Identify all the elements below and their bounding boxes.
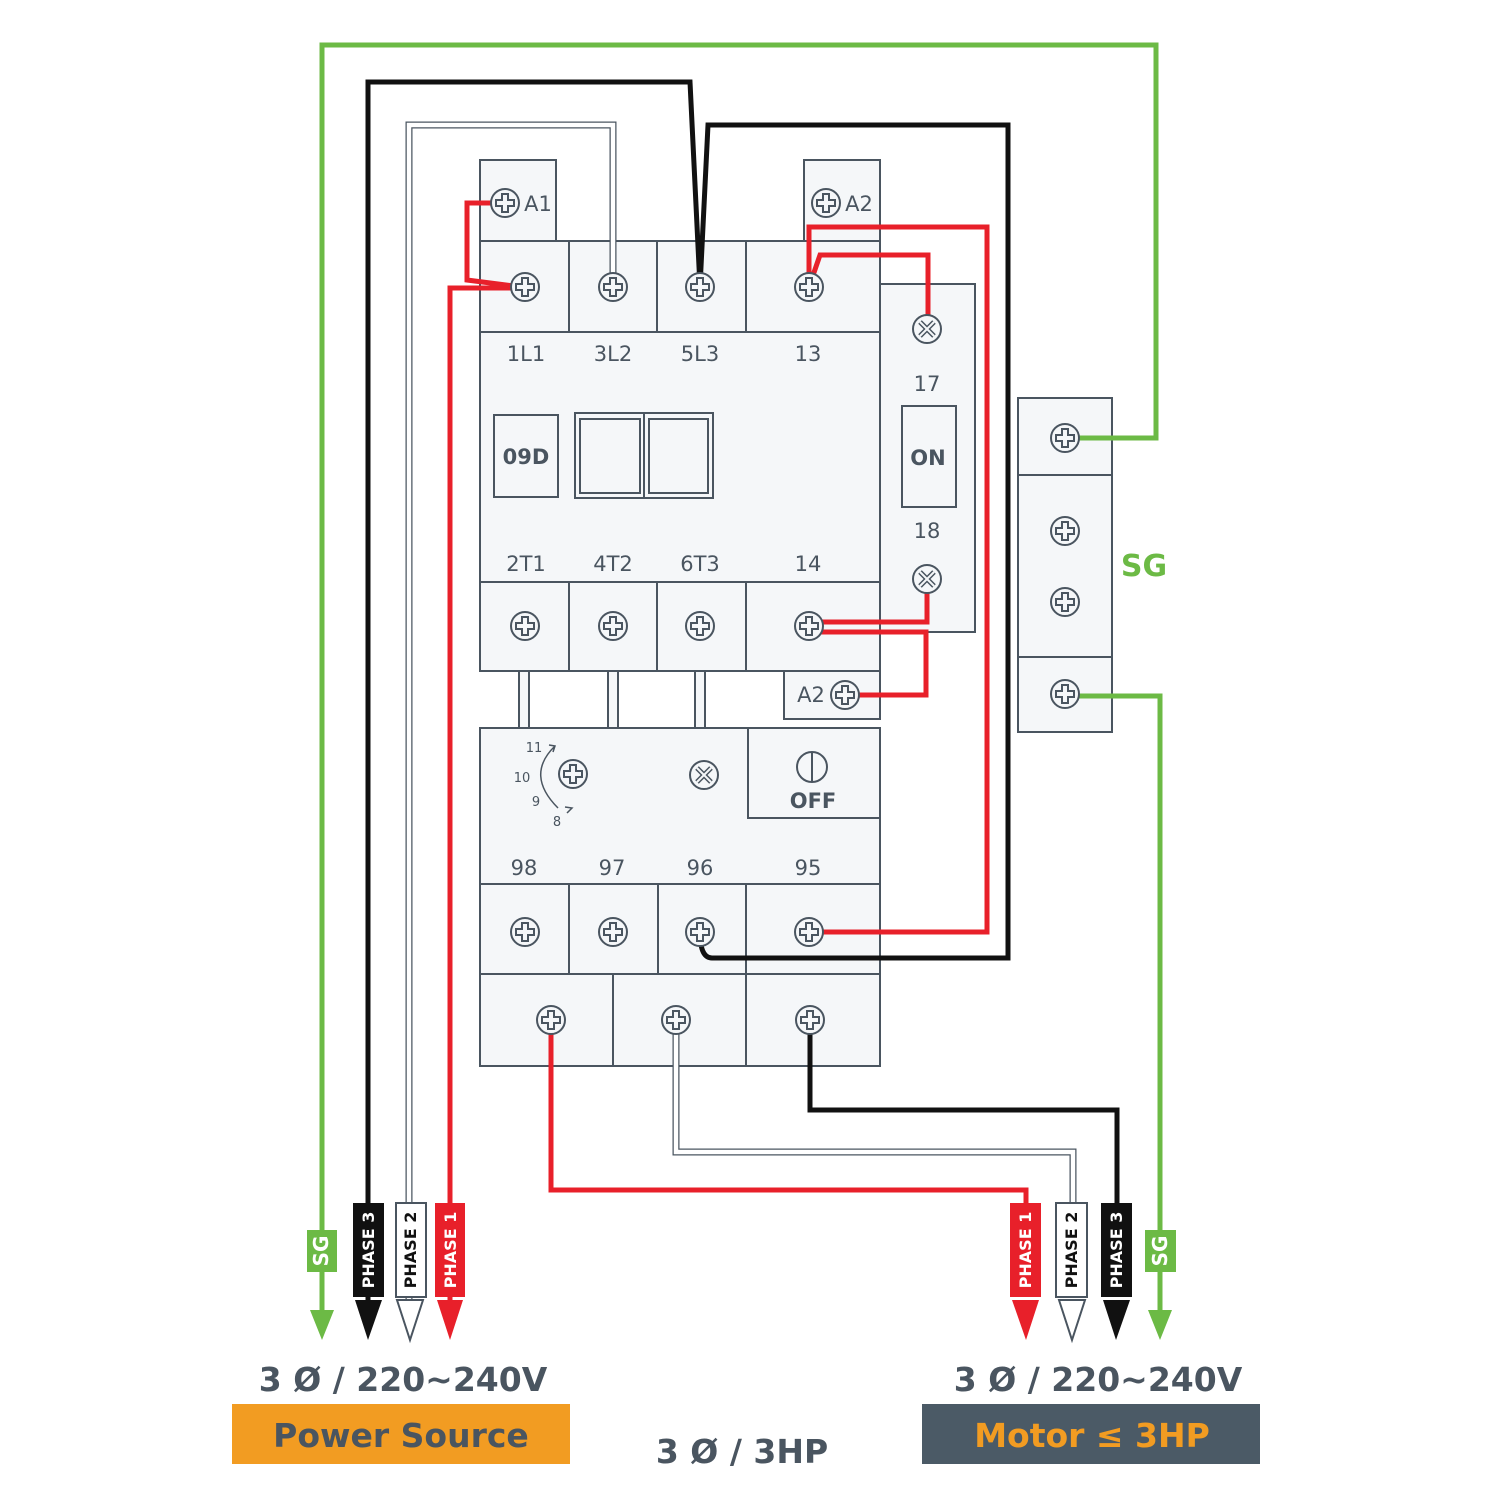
left-phase1-arrow-icon	[437, 1300, 463, 1340]
phase1-line-wire	[447, 285, 525, 1300]
model-badge	[493, 414, 559, 498]
screw-3l2[interactable]	[598, 272, 628, 302]
screw-a2[interactable]	[811, 188, 841, 218]
wire-14-to-a2	[809, 629, 929, 698]
wire-13-to-17	[806, 252, 931, 329]
screw-97[interactable]	[598, 917, 628, 947]
right-phase2-tag: PHASE 2	[1062, 1212, 1081, 1289]
terminal-96-label: 96	[687, 856, 714, 880]
dial-8: 8	[553, 815, 561, 830]
right-sg-tag: SG	[1148, 1236, 1172, 1267]
screw-ground-3[interactable]	[1050, 587, 1080, 617]
power-source-badge	[232, 1404, 570, 1464]
off-label: OFF	[790, 789, 837, 813]
terminal-6t3-label: 6T3	[680, 552, 720, 576]
screw-13[interactable]	[794, 272, 824, 302]
right-sg-arrow-icon	[1148, 1310, 1172, 1340]
on-button[interactable]	[901, 405, 957, 508]
terminal-5l3-label: 5L3	[681, 342, 719, 366]
terminal-4t2-label: 4T2	[593, 552, 633, 576]
screw-2t1[interactable]	[510, 611, 540, 641]
terminal-98-label: 98	[511, 856, 538, 880]
right-phase3-tag: PHASE 3	[1107, 1212, 1126, 1289]
phase3-motor-wire	[807, 1020, 1120, 1210]
screw-a1[interactable]	[490, 188, 520, 218]
model-label: 09D	[503, 445, 550, 469]
terminal-a1-label: A1	[524, 192, 552, 216]
screw-ground-1[interactable]	[1050, 423, 1080, 453]
terminal-1l1-label: 1L1	[507, 342, 545, 366]
motor-label: Motor ≤ 3HP	[974, 1416, 1210, 1455]
phase1-motor-wire	[548, 1020, 1029, 1215]
terminal-18-label: 18	[914, 519, 941, 543]
screw-96[interactable]	[685, 917, 715, 947]
screw-18[interactable]	[913, 565, 941, 593]
terminal-2t1-label: 2T1	[506, 552, 546, 576]
rating-label: 3 Ø / 3HP	[656, 1432, 828, 1471]
link-bars	[518, 670, 706, 729]
terminal-a2-label: A2	[845, 192, 873, 216]
screw-out-2[interactable]	[661, 1005, 691, 1035]
screw-out-1[interactable]	[536, 1005, 566, 1035]
left-phase1-tag: PHASE 1	[441, 1212, 460, 1289]
terminal-97-label: 97	[599, 856, 626, 880]
coil-a1-wire	[464, 200, 523, 290]
motor-badge	[922, 1404, 1260, 1464]
left-sg-tag: SG	[309, 1236, 333, 1267]
screw-5l3[interactable]	[685, 272, 715, 302]
screw-1l1[interactable]	[510, 272, 540, 302]
wires	[319, 42, 1163, 1310]
terminal-a2-lower-label: A2	[797, 683, 825, 707]
ground-block: SG	[1017, 397, 1167, 733]
ground-wire-in	[319, 42, 1159, 1310]
left-leads: SG PHASE 3 PHASE 2 PHASE 1	[307, 1202, 465, 1344]
left-phase3-arrow-icon	[355, 1300, 382, 1340]
terminal-13-label: 13	[795, 342, 822, 366]
screw-6t3[interactable]	[685, 611, 715, 641]
right-phase1-tag: PHASE 1	[1016, 1212, 1035, 1289]
phase3-line-wire	[365, 79, 703, 1300]
left-phase2-arrow-icon	[395, 1299, 425, 1344]
right-phase2-arrow-icon	[1057, 1299, 1087, 1344]
current-adjust-dial[interactable]	[558, 759, 588, 789]
power-source-voltage: 3 Ø / 220~240V	[259, 1360, 548, 1399]
screw-ground-2[interactable]	[1050, 516, 1080, 546]
dial-11: 11	[526, 741, 543, 756]
left-phase2-tag: PHASE 2	[401, 1212, 420, 1289]
contactor-window	[574, 412, 714, 499]
screw-a2-lower[interactable]	[830, 680, 860, 710]
dial-arrow-icon	[540, 744, 574, 814]
dial-10: 10	[514, 771, 531, 786]
screw-out-3[interactable]	[795, 1005, 825, 1035]
right-phase1-arrow-icon	[1012, 1300, 1039, 1340]
reset-screw-icon[interactable]	[690, 761, 718, 789]
screw-ground-4[interactable]	[1050, 679, 1080, 709]
left-phase3-tag: PHASE 3	[359, 1212, 378, 1289]
dial-9: 9	[532, 795, 540, 810]
screw-98[interactable]	[510, 917, 540, 947]
motor-voltage: 3 Ø / 220~240V	[954, 1360, 1243, 1399]
wire-13-to-95	[806, 224, 990, 935]
off-button[interactable]	[747, 727, 881, 819]
left-sg-arrow-icon	[310, 1310, 334, 1340]
power-source-label: Power Source	[273, 1416, 529, 1455]
terminal-17-label: 17	[914, 372, 941, 396]
screw-95[interactable]	[794, 917, 824, 947]
ground-wire-out	[1065, 693, 1163, 1310]
terminal-95-label: 95	[795, 856, 822, 880]
right-phase3-arrow-icon	[1103, 1300, 1130, 1340]
screw-17[interactable]	[913, 315, 941, 343]
terminal-14-label: 14	[795, 552, 822, 576]
screw-14[interactable]	[794, 611, 824, 641]
right-leads: PHASE 1 PHASE 2 PHASE 3 SG	[1010, 1202, 1176, 1344]
screw-4t2[interactable]	[598, 611, 628, 641]
on-label: ON	[910, 446, 945, 470]
ground-block-label: SG	[1121, 549, 1167, 584]
terminal-3l2-label: 3L2	[594, 342, 632, 366]
